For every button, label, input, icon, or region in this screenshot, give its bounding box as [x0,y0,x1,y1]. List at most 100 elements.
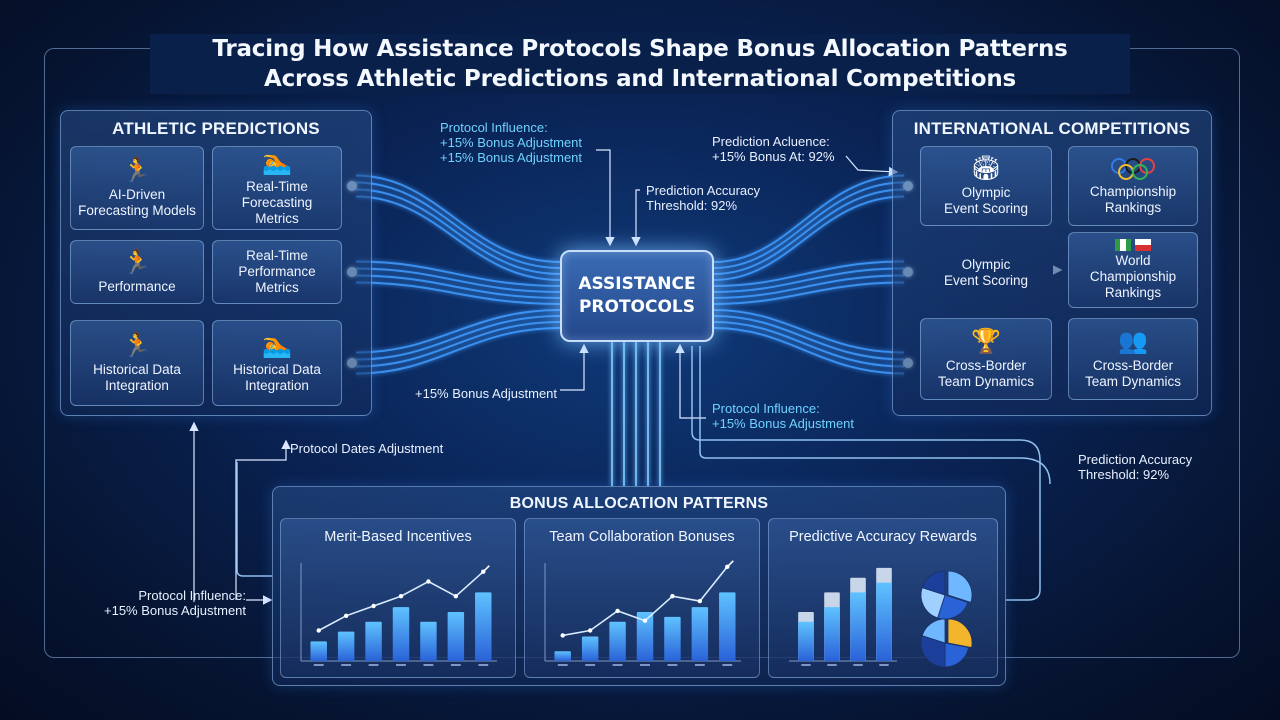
card-olympic-scoring-2[interactable]: Olympic Event Scoring [920,240,1052,306]
trend-point [615,608,620,614]
tick-label [801,664,811,666]
flow-line [713,174,905,263]
card-cross-border-1[interactable]: 🏆 Cross-Border Team Dynamics [920,318,1052,400]
bonus-allocation-title: BONUS ALLOCATION PATTERNS [509,495,769,512]
flow-line [355,315,561,361]
card-historical-data-2[interactable]: 🏊 Historical Data Integration [212,320,342,406]
merit-based-incentives-title: Merit-Based Incentives [324,529,472,545]
pie-slice [947,618,973,648]
card-label: Olympic Event Scoring [943,257,1029,288]
trend-point [343,613,349,618]
card-realtime-forecasting[interactable]: 🏊 Real-Time Forecasting Metrics [212,146,342,230]
pie-slice [944,642,970,668]
card-label: Historical Data Integration [93,361,181,393]
card-ai-forecasting[interactable]: 🏃 AI-Driven Forecasting Models [70,146,204,230]
trend-point [587,628,593,633]
trend-arrow [724,560,734,570]
team-collaboration-title: Team Collaboration Bonuses [549,529,735,545]
flow-line [355,321,561,368]
annotation-prediction-acluence: Prediction Acluence: +15% Bonus At: 92% [712,134,835,164]
predictive-accuracy-title: Predictive Accuracy Rewards [789,529,977,545]
accuracy-bar-chart [789,567,973,668]
trend-point [398,594,404,599]
annotation-protocol-dates: Protocol Dates Adjustment [290,441,444,456]
flags-icon [1115,239,1151,251]
card-world-championship[interactable]: World Championship Rankings [1068,232,1198,308]
trend-point [697,598,703,604]
merit-bar-chart [300,563,497,666]
flow-line [713,188,905,275]
annotation-accuracy-threshold-center: Prediction Accuracy Threshold: 92% [646,183,761,213]
trend-point [371,603,376,609]
card-label: Real-Time Performance Metrics [238,248,316,295]
page-title: Tracing How Assistance Protocols Shape B… [150,34,1130,94]
card-championship-rankings[interactable]: Championship Rankings [1068,146,1198,226]
team-collaboration-panel[interactable]: Team Collaboration Bonuses [524,518,760,678]
tick-label [640,664,650,666]
chart-bar [447,612,465,661]
annotation-protocol-influence-top: Protocol Influence: +15% Bonus Adjustmen… [440,120,583,165]
runner-icon: 🏃 [122,331,152,359]
assistance-protocols-node[interactable]: ASSISTANCE PROTOCOLS [560,250,714,342]
flow-line [355,181,561,269]
flow-line [355,327,561,375]
flow-line [355,174,561,263]
tick-label [612,664,623,666]
tick-label [423,664,434,666]
trend-point [453,594,459,599]
flow-line [355,188,561,275]
annotation-protocol-influence-right: Protocol Influence: +15% Bonus Adjustmen… [712,401,855,431]
chart-bar [850,592,866,661]
athletic-predictions-title: ATHLETIC PREDICTIONS [112,119,320,138]
card-realtime-performance[interactable]: Real-Time Performance Metrics [212,240,342,304]
flow-line [713,274,905,299]
flow-line [713,267,905,293]
swimmer-icon: 🏊 [262,331,292,359]
card-cross-border-2[interactable]: 👥 Cross-Border Team Dynamics [1068,318,1198,400]
team-icon: 👥 [1118,327,1148,355]
runner-icon: 🏃 [122,248,152,276]
assistance-protocols-label: ASSISTANCE PROTOCOLS [578,274,696,317]
tick-label [450,664,461,666]
flow-line [355,274,561,299]
chart-bar [554,651,571,661]
chart-bar [798,621,814,661]
flow-line [713,195,905,281]
team-bar-chart [544,560,741,666]
merit-based-incentives-panel[interactable]: Merit-Based Incentives [280,518,516,678]
card-olympic-scoring-1[interactable]: 🏟 Olympic Event Scoring [920,146,1052,226]
chart-bar [581,636,599,661]
pie-slice [947,570,973,603]
card-performance[interactable]: 🏃 Performance [70,240,204,304]
tick-label [368,664,379,666]
pie-slice [920,635,946,668]
annotation-protocol-influence-bottom-left: Protocol Influence: +15% Bonus Adjustmen… [104,588,247,618]
tick-label [667,664,678,666]
flow-line [713,260,905,287]
annotation-bonus-adjustment-left: +15% Bonus Adjustment [415,386,558,401]
pie-slice [920,587,946,619]
tick-label [879,664,889,666]
tick-label [853,664,863,666]
tick-label [341,664,352,666]
flow-line [355,260,561,287]
flow-line [713,281,905,305]
trend-point [316,628,321,633]
flow-line [713,315,905,361]
flow-line [355,309,561,354]
international-competitions-title: INTERNATIONAL COMPETITIONS [913,119,1191,138]
chart-bar [337,631,355,661]
predictive-accuracy-panel[interactable]: Predictive Accuracy Rewards [768,518,998,678]
trend-point [642,618,648,623]
chart-bar [719,592,736,661]
podium-icon: 🏆 [971,327,1001,355]
card-label: Championship Rankings [1089,183,1177,215]
card-label: Cross-Border Team Dynamics [1084,357,1182,389]
flow-line [713,309,905,354]
tick-label [827,664,837,666]
flow-line [355,195,561,281]
title-line-2: Across Athletic Predictions and Internat… [264,66,1016,92]
card-historical-data-1[interactable]: 🏃 Historical Data Integration [70,320,204,406]
flow-line [713,181,905,269]
